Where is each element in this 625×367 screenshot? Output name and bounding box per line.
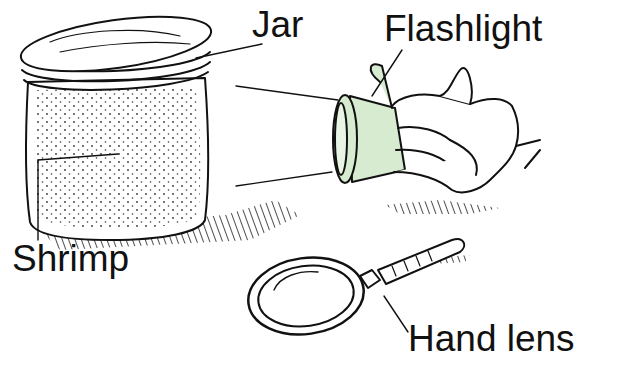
lid-shine xyxy=(60,42,190,52)
handle-grip xyxy=(392,251,432,276)
shrimp-dots xyxy=(34,88,200,229)
lens-handle xyxy=(378,239,464,284)
hand-shadow xyxy=(385,200,500,214)
part-label: Jar xyxy=(252,6,303,43)
flashlight-lens xyxy=(335,103,347,175)
leader-line xyxy=(196,44,262,58)
lens-glint xyxy=(274,272,318,290)
lid-shine xyxy=(50,30,180,42)
lens-neck xyxy=(360,270,380,288)
part-label: Hand lens xyxy=(408,320,575,357)
finger xyxy=(398,127,450,140)
leader-line xyxy=(37,160,38,240)
leader-line xyxy=(372,50,402,96)
wrist xyxy=(525,150,540,168)
lens-rim xyxy=(243,250,368,341)
finger xyxy=(396,150,448,164)
jar-body xyxy=(26,78,208,240)
thumb xyxy=(440,68,472,104)
part-label: Shrimp xyxy=(12,240,129,277)
flashlight-body xyxy=(350,96,405,182)
finger xyxy=(394,146,516,192)
lens-glass xyxy=(254,260,357,333)
light-beam xyxy=(236,172,332,186)
jar-lid xyxy=(18,7,215,81)
leader-line xyxy=(384,296,408,332)
finger xyxy=(450,140,477,175)
light-beam xyxy=(236,86,338,100)
leader-line xyxy=(38,154,118,160)
part-label: Flashlight xyxy=(384,10,542,47)
flashlight-head xyxy=(333,95,357,183)
